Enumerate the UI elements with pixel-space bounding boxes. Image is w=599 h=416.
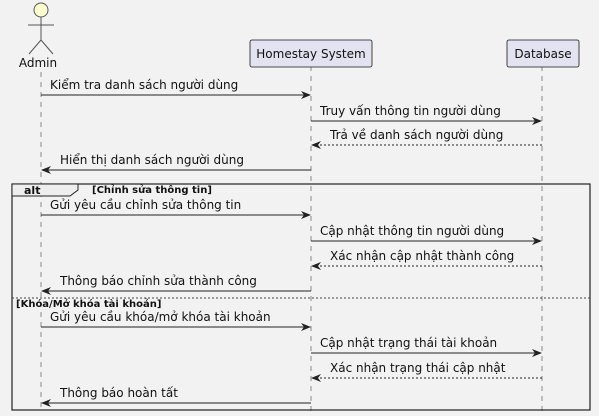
message-label-2: Truy vấn thông tin người dùng [319, 104, 501, 118]
message-label-5: Gửi yêu cầu chỉnh sửa thông tin [50, 198, 241, 212]
message-label-8: Thông báo chỉnh sửa thành công [59, 274, 257, 288]
alt-guard-edit: [Chỉnh sửa thông tin] [92, 184, 212, 196]
system-participant-box [249, 39, 373, 68]
message-label-4: Hiển thị danh sách người dùng [60, 153, 244, 167]
message-label-7: Xác nhận cập nhật thành công [330, 249, 514, 263]
admin-label: Admin [19, 56, 57, 70]
alt-fragment-frame [11, 183, 591, 411]
message-label-3: Trả về danh sách người dùng [329, 128, 503, 142]
admin-actor-icon [28, 2, 54, 55]
alt-fragment-tab [11, 183, 79, 197]
alt-operator-label: alt [24, 184, 40, 197]
message-label-9: Gửi yêu cầu khóa/mở khóa tài khoản [50, 310, 271, 324]
system-participant-label: Homestay System [256, 47, 365, 61]
database-participant-label: Database [514, 47, 571, 61]
message-label-1: Kiểm tra danh sách người dùng [50, 78, 238, 92]
database-participant-box [506, 39, 580, 68]
message-label-6: Cập nhật thông tin người dùng [320, 224, 504, 238]
message-label-12: Thông báo hoàn tất [59, 386, 178, 400]
message-label-11: Xác nhận trạng thái cập nhật [330, 361, 506, 375]
message-label-10: Cập nhật trạng thái tài khoản [320, 336, 497, 350]
alt-guard-lock: [Khóa/Mở khóa tài khoản] [16, 298, 161, 310]
